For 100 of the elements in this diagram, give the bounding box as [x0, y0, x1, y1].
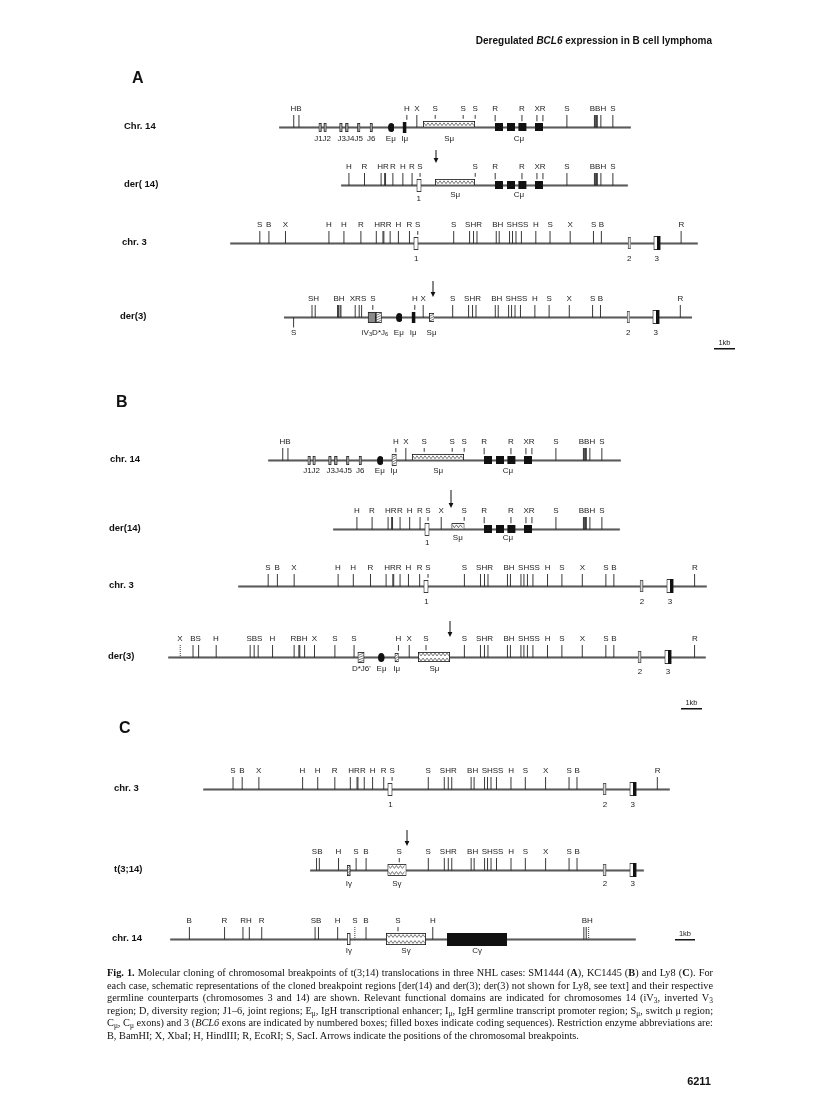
restriction-site-label: H	[350, 564, 357, 572]
restriction-site-label: S	[461, 438, 467, 446]
restriction-site-label: S	[610, 163, 616, 171]
restriction-site-label: SHR	[439, 767, 457, 775]
restriction-site-label: H	[508, 767, 514, 775]
restriction-site-label: H	[353, 507, 360, 515]
region-label: Cμ	[513, 191, 525, 199]
restriction-site-label: B	[598, 221, 605, 229]
restriction-site-label: S	[522, 767, 529, 775]
restriction-site-label: X	[282, 221, 288, 229]
restriction-site-label: S	[461, 507, 467, 515]
region-label: Iγ	[345, 947, 352, 955]
restriction-site-label: S	[290, 329, 297, 337]
restriction-site-label: S	[566, 848, 572, 856]
chromosome-label: chr. 3	[114, 783, 139, 793]
restriction-site-label: R	[481, 438, 488, 446]
restriction-site-label: S	[415, 221, 421, 229]
region-label: Sμ	[429, 665, 440, 673]
region-label: Sμ	[444, 135, 455, 143]
restriction-site-label: B	[574, 767, 580, 775]
region-label: Sμ	[433, 467, 444, 475]
restriction-site-label: H	[325, 221, 332, 229]
restriction-site-label: X	[543, 848, 549, 856]
exon-number: 1	[416, 195, 421, 203]
restriction-site-label: H	[392, 438, 399, 446]
restriction-site-label: R	[678, 221, 685, 229]
restriction-site-label: S	[256, 221, 263, 229]
restriction-site-label: H	[532, 295, 538, 303]
restriction-site-label: S	[421, 438, 427, 446]
restriction-site-label: S	[265, 564, 271, 572]
chromosome-label: der(3)	[120, 311, 147, 321]
chromosome-label: chr. 14	[112, 933, 143, 943]
restriction-site-label: H	[345, 163, 352, 171]
region-label: D*J6'	[351, 665, 371, 673]
exon-number: 3	[654, 255, 660, 263]
chromosome-label: chr. 3	[122, 237, 147, 247]
restriction-site-label: X	[566, 295, 572, 303]
restriction-site-label: SBS	[246, 635, 263, 643]
exon-number: 2	[637, 668, 643, 676]
restriction-site-label: H	[340, 221, 347, 229]
region-label: iV$_{3}$D*J$_{6}$	[361, 329, 389, 337]
region-label: Iμ	[409, 329, 417, 337]
restriction-site-label: BBH	[589, 105, 607, 113]
restriction-site-label: BH	[467, 767, 479, 775]
restriction-site-label: S	[599, 507, 605, 515]
restriction-site-label: S	[425, 507, 431, 515]
restriction-site-label: S	[566, 767, 572, 775]
restriction-site-label: B	[611, 564, 617, 572]
restriction-site-label: BH	[467, 848, 479, 856]
restriction-site-label: HR	[385, 507, 397, 515]
restriction-site-label: BBH	[578, 438, 596, 446]
restriction-site-label: S	[603, 564, 609, 572]
restriction-site-label: R	[369, 507, 375, 515]
exon-number: 2	[626, 255, 632, 263]
restriction-site-label: S	[472, 163, 478, 171]
restriction-site-label: R	[367, 564, 374, 572]
restriction-site-label: SHR	[465, 221, 482, 229]
restriction-site-label: R	[258, 917, 265, 925]
restriction-site-label: X	[403, 438, 409, 446]
restriction-site-label: S	[610, 105, 616, 113]
restriction-site-label: R	[361, 163, 368, 171]
restriction-site-label: H	[213, 635, 219, 643]
restriction-site-label: XR	[534, 105, 546, 113]
restriction-site-label: S	[553, 507, 559, 515]
restriction-site-label: BBH	[589, 163, 607, 171]
region-label: Eμ	[376, 665, 387, 673]
region-label: Cγ	[472, 947, 483, 955]
restriction-site-label: H	[335, 564, 341, 572]
restriction-site-label: X	[579, 564, 586, 572]
restriction-site-label: S	[559, 564, 565, 572]
restriction-site-label: X	[567, 221, 573, 229]
restriction-site-label: S	[564, 105, 570, 113]
restriction-site-label: SB	[310, 917, 322, 925]
restriction-site-label: BH	[492, 221, 504, 229]
exon-number: 1	[424, 598, 429, 606]
restriction-site-label: S	[417, 163, 423, 171]
restriction-site-label: S	[559, 635, 565, 643]
restriction-site-label: SHSS	[481, 848, 504, 856]
figure-caption: Fig. 1. Molecular cloning of chromosomal breakpoints of t(3;14) translocations in three NHL cases: SM1444 (A), KC1445 (B) and Ly8 (C). For each case, schematic representations of the cloned breakpoint regions [der(14) and der(3); der(3) not shown for Ly8, see text] and their respective germline counterparts (chromosomes 3 and 14) are shown. Relevant functional domains are indicated for chromosomes 14 (iV$_{3}$, inverted V$_{3}$ region; D, diversity region; J1–6, joint regions; E$_{μ}$, IgH transcriptional enhancer; I$_{μ}$, IgH germline transcript promoter region; S$_{μ}$, switch μ region; C$_{μ}$, C$_{μ}$ exons) and 3 (BCL6 exons are indicated by numbered boxes; filled boxes indicate coding sequences). Restriction enzyme abbreviations are: B, BamHI; X, XbaI; H, HindIII; R, EcoRI; S, SacI. Arrows indicate the positions of the chromosomal breakpoints.	[107, 967, 713, 1043]
chromosome-label: der(3)	[108, 651, 135, 661]
restriction-site-label: H	[334, 917, 341, 925]
restriction-site-label: R	[508, 507, 514, 515]
restriction-site-label: S	[351, 635, 357, 643]
restriction-site-label: X	[579, 635, 586, 643]
chromosome-label: t(3;14)	[114, 864, 143, 874]
restriction-site-label: S	[353, 848, 359, 856]
region-label: Eμ	[393, 329, 404, 337]
restriction-site-label: R	[691, 564, 698, 572]
restriction-site-label: B	[186, 917, 192, 925]
restriction-site-label: R	[331, 767, 338, 775]
restriction-site-label: H	[314, 767, 321, 775]
region-label: Sγ	[392, 880, 402, 888]
region-label: Sμ	[450, 191, 461, 199]
restriction-site-label: SHSS	[481, 767, 504, 775]
restriction-site-label: S	[389, 767, 395, 775]
restriction-site-label: R	[519, 105, 525, 113]
restriction-site-label: B	[266, 221, 272, 229]
restriction-site-label: B	[574, 848, 580, 856]
exon-number: 2	[639, 598, 645, 606]
restriction-site-label: X	[438, 507, 444, 515]
